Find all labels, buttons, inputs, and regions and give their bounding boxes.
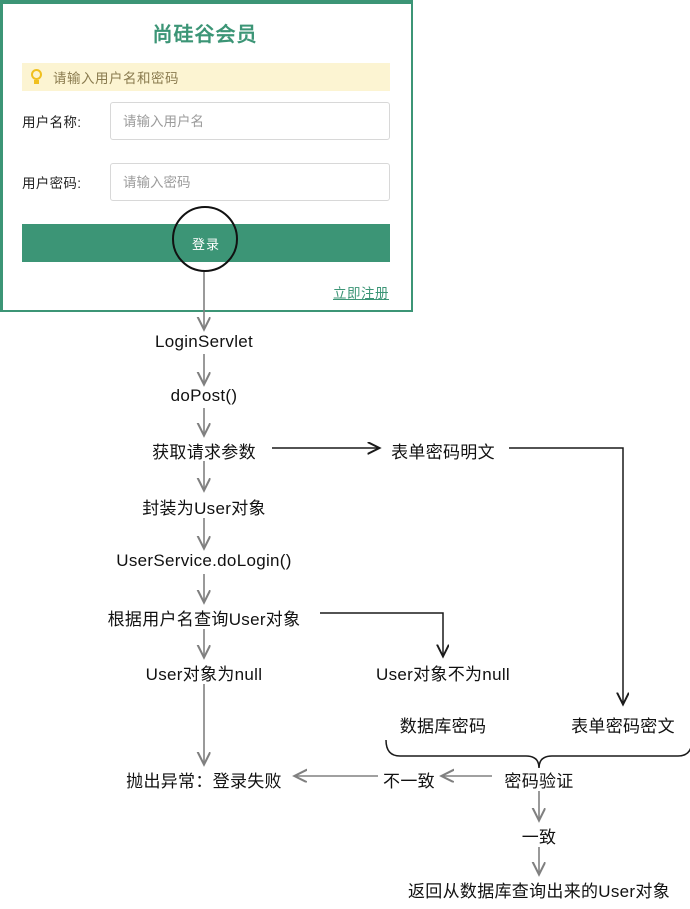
flow-node-mismatch: 不一致	[383, 772, 435, 791]
flow-node-password-verify: 密码验证	[504, 772, 574, 791]
username-input[interactable]	[110, 102, 390, 140]
flow-node-return-user-object: 返回从数据库查询出来的User对象	[408, 882, 670, 901]
flow-node-user-object-null: User对象为null	[145, 665, 263, 684]
flow-node-form-password-plain: 表单密码明文	[391, 443, 495, 462]
flow-node-form-password-cipher: 表单密码密文	[571, 717, 675, 736]
password-input[interactable]	[110, 163, 390, 201]
brace-password-inputs	[385, 739, 690, 769]
page-title: 尚硅谷会员	[152, 24, 258, 46]
password-field-row: 用户密码:	[22, 162, 390, 202]
username-label: 用户名称:	[22, 115, 82, 130]
hint-alert-text: 请输入用户名和密码	[53, 71, 179, 86]
password-label: 用户密码:	[22, 176, 82, 191]
username-field-row: 用户名称:	[22, 101, 390, 141]
flow-node-match: 一致	[521, 828, 557, 847]
flow-node-db-password: 数据库密码	[399, 717, 487, 736]
login-button[interactable]: 登录	[22, 224, 390, 262]
flow-node-login-servlet: LoginServlet	[154, 332, 254, 351]
hint-alert-bar: 请输入用户名和密码	[22, 63, 390, 91]
register-link[interactable]: 立即注册	[333, 286, 389, 301]
lightbulb-icon	[27, 67, 47, 87]
flow-node-wrap-user-object: 封装为User对象	[142, 499, 266, 518]
flow-node-do-post: doPost()	[170, 386, 238, 405]
flow-node-user-service-do-login: UserService.doLogin()	[116, 551, 292, 570]
edge-plain-to-cipher-password	[509, 447, 623, 703]
flow-node-throw-exception: 抛出异常：登录失败	[126, 772, 282, 791]
flow-node-get-request-params: 获取请求参数	[152, 443, 256, 462]
flow-node-query-user-by-name: 根据用户名查询User对象	[107, 610, 301, 629]
flow-node-user-object-not-null: User对象不为null	[376, 665, 510, 684]
edge-query-to-user-not-null	[320, 612, 443, 655]
login-panel: 尚硅谷会员 请输入用户名和密码 用户名称: 用户密码: 登录 立即注册	[0, 0, 413, 312]
